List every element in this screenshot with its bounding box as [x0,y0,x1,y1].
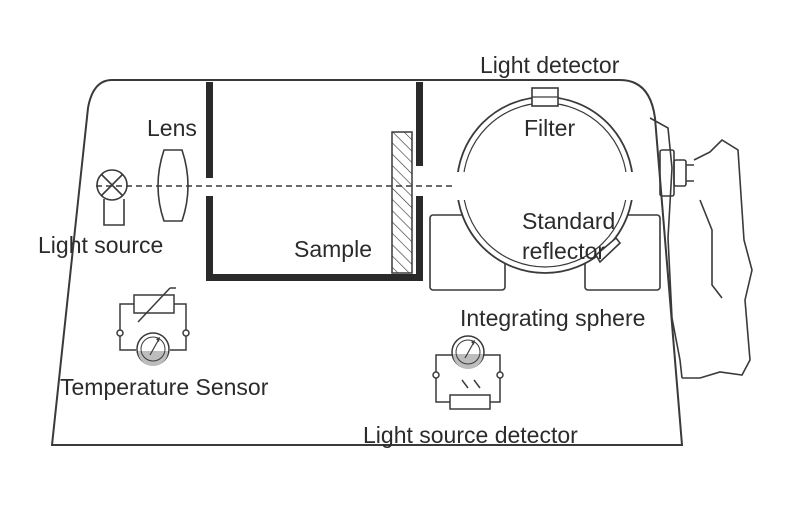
instrument-housing [50,79,684,446]
lens-shape [157,149,189,222]
sample-block [391,131,413,274]
label-standard: Standard [522,208,616,234]
label-filter: Filter [524,115,576,141]
meter-icon [136,332,170,366]
sample-chamber [206,82,423,281]
light-bulb-icon [96,169,128,226]
integrating-sphere [452,87,640,274]
handle-assembly [649,117,753,379]
label-light-source: Light source [38,232,164,258]
temperature-sensor-circuit [116,287,190,351]
label-light-source-detector: Light source detector [363,422,578,448]
label-temperature-sensor: Temperature Sensor [60,374,269,400]
meter-icon-2 [451,335,485,369]
label-light-detector: Light detector [480,52,620,78]
standard-reflector [594,236,622,264]
label-reflector: reflector [522,238,606,264]
label-sample: Sample [294,236,372,262]
label-integrating-sphere: Integrating sphere [460,305,646,331]
photodiode-icon [449,394,491,410]
light-source-detector-circuit [432,354,504,410]
label-lens: Lens [147,115,197,141]
